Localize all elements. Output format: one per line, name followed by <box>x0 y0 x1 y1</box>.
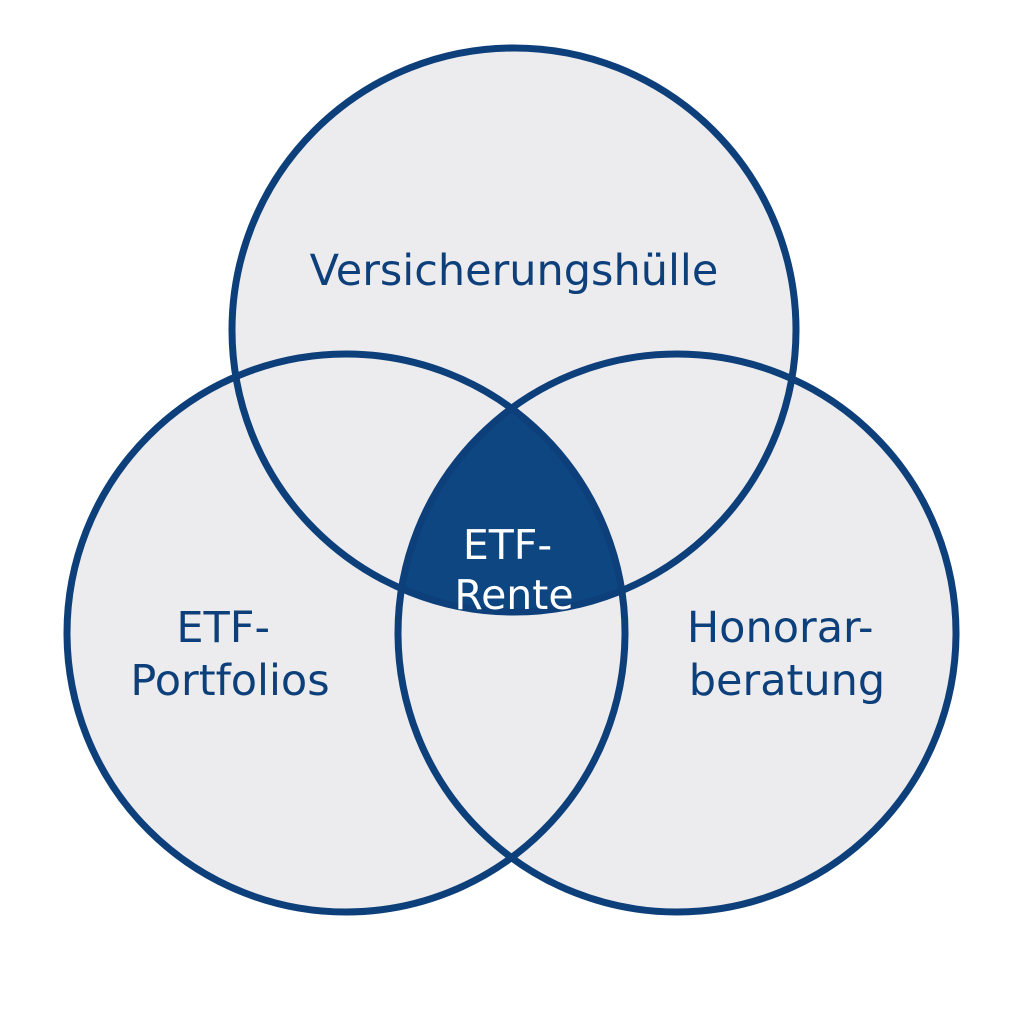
label-left: ETF- Portfolios <box>130 603 329 706</box>
circle-right-outline <box>394 350 960 916</box>
label-left-line-2: Portfolios <box>130 656 329 706</box>
label-center-line-1: ETF- <box>463 521 552 569</box>
circle-left-outline <box>63 350 629 916</box>
label-right-line-2: beratung <box>689 656 885 706</box>
label-right-line-1: Honorar- <box>687 603 874 653</box>
center-intersection <box>398 354 625 612</box>
circle-top-outline <box>228 44 800 616</box>
label-right: Honorar- beratung <box>687 603 887 706</box>
label-left-line-1: ETF- <box>176 603 270 653</box>
label-center: ETF- Rente <box>454 521 573 619</box>
label-top: Versicherungshülle <box>310 246 719 296</box>
label-top-line-1: Versicherungshülle <box>310 246 719 296</box>
label-center-line-2: Rente <box>454 571 573 619</box>
